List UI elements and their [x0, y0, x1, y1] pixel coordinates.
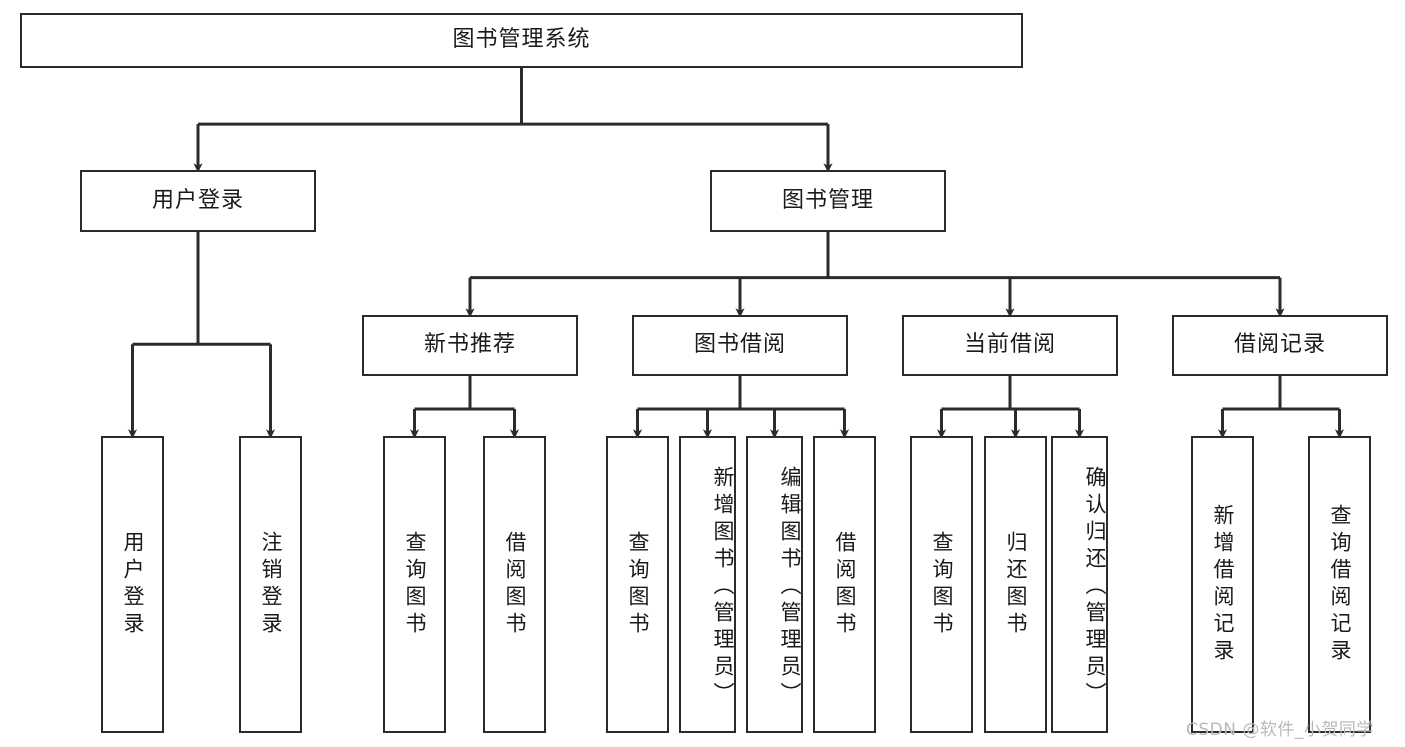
node-leaf-add-book[interactable]: 新增图书（管理员）: [679, 436, 736, 733]
node-leaf-borrow-book-2[interactable]: 借阅图书: [813, 436, 876, 733]
node-leaf-query-book-3[interactable]: 查询图书: [910, 436, 973, 733]
node-leaf-query-book-2-label: 查询图书: [626, 531, 649, 639]
node-leaf-borrow-book-1[interactable]: 借阅图书: [483, 436, 546, 733]
node-leaf-borrow-book-1-label: 借阅图书: [503, 531, 526, 639]
node-new-book-recommend[interactable]: 新书推荐: [362, 315, 578, 376]
node-leaf-query-book-3-label: 查询图书: [930, 531, 953, 639]
node-new-book-recommend-label: 新书推荐: [424, 332, 516, 358]
node-book-borrow-label: 图书借阅: [694, 332, 786, 358]
node-current-borrow-label: 当前借阅: [964, 332, 1056, 358]
node-book-manage[interactable]: 图书管理: [710, 170, 946, 232]
node-leaf-user-login[interactable]: 用户登录: [101, 436, 164, 733]
node-root[interactable]: 图书管理系统: [20, 13, 1023, 68]
node-leaf-add-record[interactable]: 新增借阅记录: [1191, 436, 1254, 733]
node-leaf-borrow-book-2-label: 借阅图书: [833, 531, 856, 639]
node-leaf-edit-book[interactable]: 编辑图书（管理员）: [746, 436, 803, 733]
node-leaf-query-book-1[interactable]: 查询图书: [383, 436, 446, 733]
node-book-manage-label: 图书管理: [782, 188, 874, 214]
node-leaf-query-record-label: 查询借阅记录: [1328, 504, 1351, 666]
node-leaf-confirm-return[interactable]: 确认归还（管理员）: [1051, 436, 1108, 733]
node-leaf-add-record-label: 新增借阅记录: [1211, 504, 1234, 666]
node-current-borrow[interactable]: 当前借阅: [902, 315, 1118, 376]
node-leaf-edit-book-label: 编辑图书（管理员）: [778, 466, 801, 709]
node-borrow-record-label: 借阅记录: [1234, 332, 1326, 358]
watermark-label: CSDN @软件_小贺同学: [1186, 715, 1374, 740]
node-leaf-return-book-label: 归还图书: [1004, 531, 1027, 639]
node-leaf-query-book-1-label: 查询图书: [403, 531, 426, 639]
node-user-login-label: 用户登录: [152, 188, 244, 214]
node-leaf-logout[interactable]: 注销登录: [239, 436, 302, 733]
node-book-borrow[interactable]: 图书借阅: [632, 315, 848, 376]
node-leaf-logout-label: 注销登录: [259, 531, 282, 639]
node-leaf-query-record[interactable]: 查询借阅记录: [1308, 436, 1371, 733]
node-leaf-query-book-2[interactable]: 查询图书: [606, 436, 669, 733]
node-borrow-record[interactable]: 借阅记录: [1172, 315, 1388, 376]
node-root-label: 图书管理系统: [452, 27, 590, 53]
node-leaf-user-login-label: 用户登录: [121, 531, 144, 639]
node-leaf-add-book-label: 新增图书（管理员）: [711, 466, 734, 709]
node-user-login[interactable]: 用户登录: [80, 170, 316, 232]
node-leaf-confirm-return-label: 确认归还（管理员）: [1083, 466, 1106, 709]
node-leaf-return-book[interactable]: 归还图书: [984, 436, 1047, 733]
